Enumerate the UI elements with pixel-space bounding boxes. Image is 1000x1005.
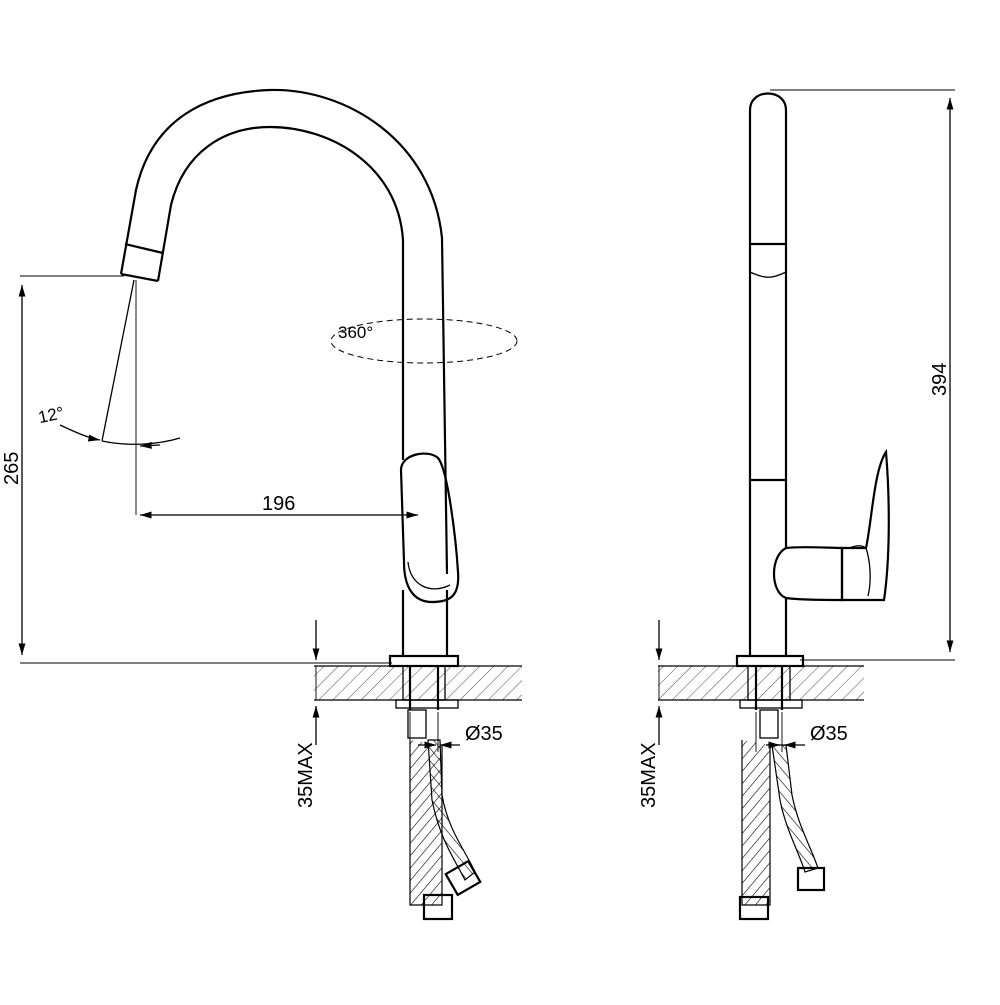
- handle-lever: [399, 452, 460, 604]
- counter-thickness-side: 35MAX: [638, 742, 660, 808]
- side-cartridge: [773, 546, 844, 602]
- side-view: 394 35MAX Ø35: [638, 89, 955, 921]
- counter-thickness-front: 35MAX: [295, 742, 317, 808]
- spout-outer: [119, 88, 449, 575]
- height-dimension: 265: [1, 452, 23, 485]
- front-view: 12° 360° 265 196 35MAX Ø35: [1, 88, 522, 921]
- rotation-label: 360°: [338, 323, 373, 342]
- counter-section-front: [314, 666, 522, 700]
- spout-inner: [156, 125, 405, 460]
- aerator: [120, 242, 164, 283]
- base-plate-front: [388, 654, 460, 668]
- side-handle: [840, 448, 890, 602]
- side-column: [748, 92, 788, 656]
- counter-section-side: [658, 666, 864, 700]
- tilt-angle-label: 12°: [36, 403, 65, 427]
- hole-diameter-side: Ø35: [810, 723, 848, 745]
- base-plate-side: [735, 654, 805, 668]
- rotation-ellipse: [330, 318, 518, 364]
- reach-dimension: 196: [262, 493, 295, 515]
- hole-diameter-front: Ø35: [465, 723, 503, 745]
- total-height-dimension: 394: [929, 363, 951, 396]
